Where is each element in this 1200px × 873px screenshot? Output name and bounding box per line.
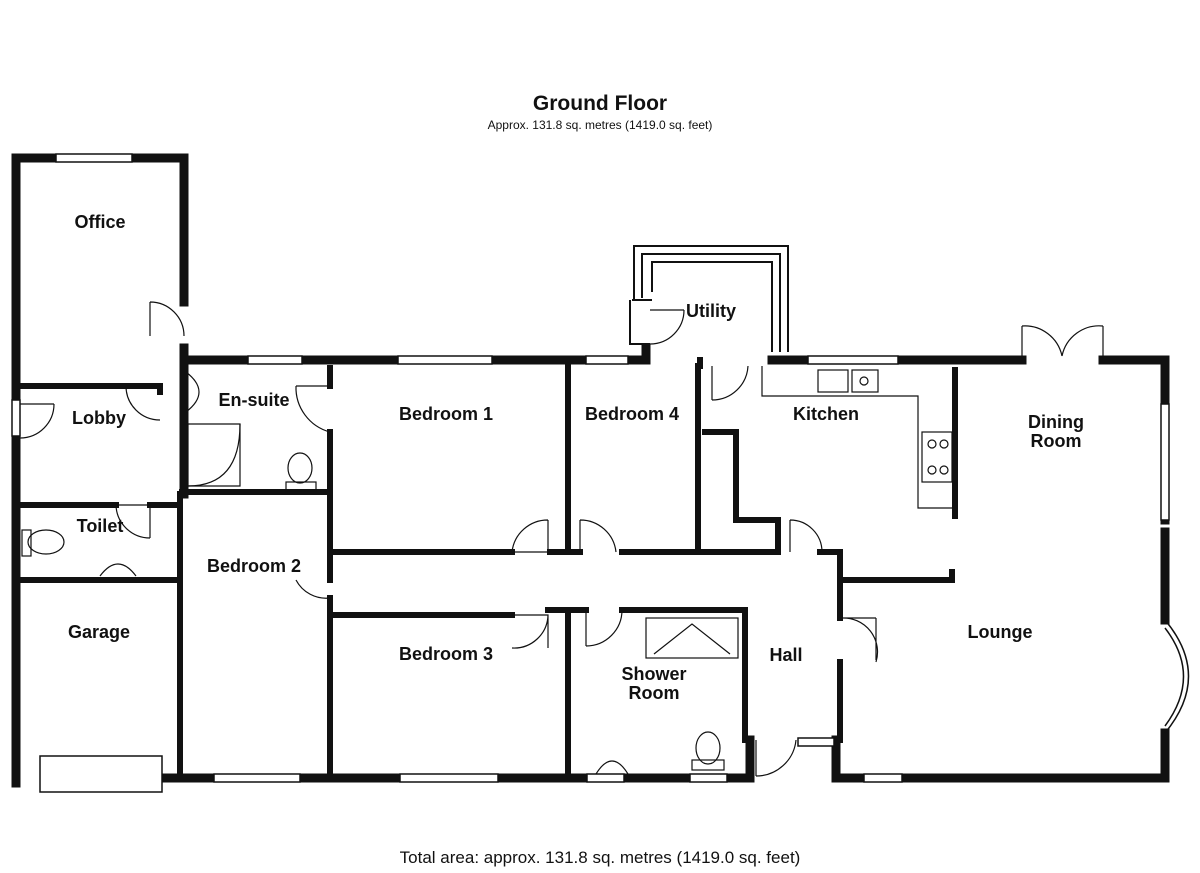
- room-toilet: Toilet: [77, 516, 124, 536]
- room-dining-line-1: Dining: [1028, 412, 1084, 432]
- total-area: Total area: approx. 131.8 sq. metres (14…: [399, 848, 801, 867]
- walls: [11, 153, 1170, 788]
- room-ensuite: En-suite: [218, 390, 289, 410]
- kitchen-fittings: [761, 366, 953, 509]
- room-labels: Office Lobby Toilet Garage En-suite Bedr…: [68, 212, 1084, 703]
- floor-title: Ground Floor: [532, 92, 668, 115]
- room-shower-line-1: Shower: [621, 664, 686, 684]
- room-shower-line-2: Room: [629, 683, 680, 703]
- doors: [19, 301, 1104, 777]
- room-lobby: Lobby: [72, 408, 126, 428]
- room-utility: Utility: [686, 301, 736, 321]
- room-garage: Garage: [68, 622, 130, 642]
- internal-walls: [17, 357, 958, 779]
- room-bedroom-1: Bedroom 1: [399, 404, 493, 424]
- utility-extension: [629, 245, 789, 352]
- room-kitchen: Kitchen: [793, 404, 859, 424]
- bay-window: [1164, 619, 1190, 734]
- sanitary-fittings: [21, 371, 739, 775]
- room-hall: Hall: [769, 645, 802, 665]
- room-bedroom-3: Bedroom 3: [399, 644, 493, 664]
- windows: [11, 153, 1170, 793]
- floor-area: Approx. 131.8 sq. metres (1419.0 sq. fee…: [487, 118, 713, 132]
- room-dining-line-2: Room: [1031, 431, 1082, 451]
- room-lounge: Lounge: [968, 622, 1033, 642]
- room-bedroom-4: Bedroom 4: [585, 404, 679, 424]
- room-bedroom-2: Bedroom 2: [207, 556, 301, 576]
- room-office: Office: [74, 212, 125, 232]
